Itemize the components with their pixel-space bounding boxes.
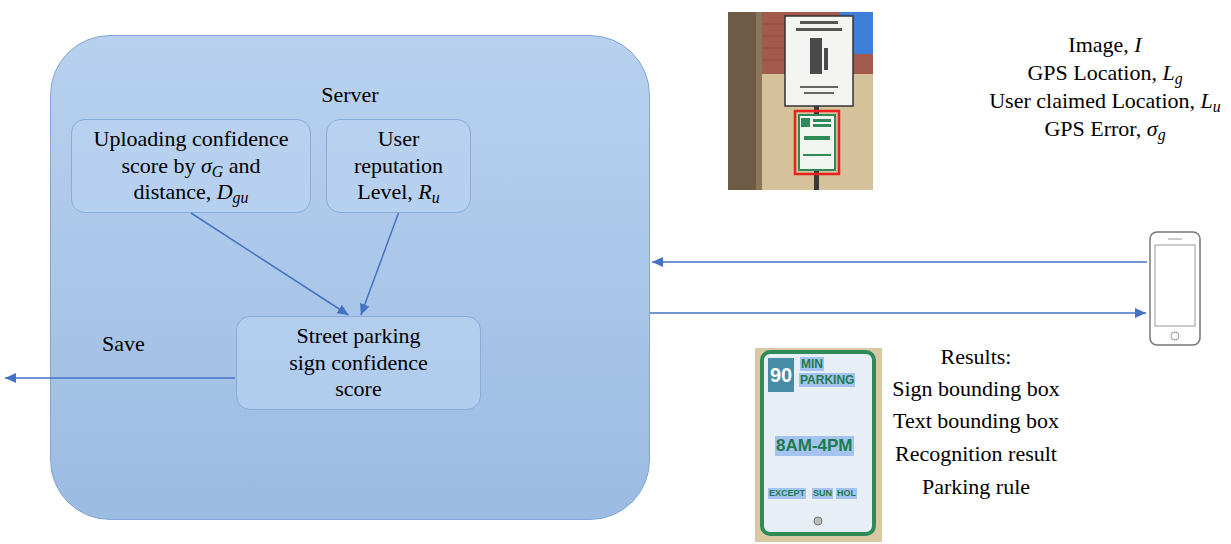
sign-marking xyxy=(804,136,830,140)
input-item: GPS Location, Lg xyxy=(985,60,1225,86)
sign-closeup xyxy=(755,348,882,542)
process-box: Street parking sign confidence score xyxy=(236,316,481,410)
math-symbol: R xyxy=(418,179,431,204)
sign-marking xyxy=(813,119,831,122)
parking-sign xyxy=(799,115,835,170)
flow-label: Save xyxy=(102,331,145,357)
result-item: Parking rule xyxy=(878,474,1074,500)
street-photo xyxy=(728,12,873,190)
sign-marking xyxy=(804,92,834,94)
result-heading: Results: xyxy=(878,344,1074,370)
math-symbol: L xyxy=(1201,88,1213,113)
box-text: Street parking sign confidence score xyxy=(283,323,434,402)
box-text: User reputation Level, Ru xyxy=(335,126,462,205)
upper-sign xyxy=(785,16,853,106)
save-arrow xyxy=(5,377,235,379)
region-title: Server xyxy=(51,82,649,108)
result-item: Text bounding box xyxy=(878,408,1074,434)
math-subscript: u xyxy=(1213,98,1221,115)
math-symbol: D xyxy=(217,179,233,204)
math-symbol: σ xyxy=(1147,116,1158,141)
phone-body xyxy=(1150,232,1200,345)
closeup-wall xyxy=(755,348,882,542)
sign-bolt xyxy=(814,517,822,525)
detection-box xyxy=(795,111,839,174)
math-subscript: g xyxy=(1175,70,1183,87)
sign-marking xyxy=(800,21,838,24)
phone-icon xyxy=(1150,232,1200,345)
sign-text: SUN xyxy=(812,488,833,499)
photo-wall xyxy=(728,12,873,190)
phone-screen xyxy=(1155,245,1195,326)
result-arrow xyxy=(650,312,1146,314)
phone-speaker xyxy=(1168,239,1182,240)
sign-marking xyxy=(803,154,831,156)
sign-marking xyxy=(801,118,810,127)
photo-pillar-edge xyxy=(756,12,762,190)
math-symbol: I xyxy=(1134,32,1141,57)
photo-sky xyxy=(840,12,873,54)
sign-marking xyxy=(796,28,842,31)
flow-arrow xyxy=(361,213,399,315)
result-item: Sign bounding box xyxy=(878,376,1074,402)
brick-lines xyxy=(756,24,840,60)
sign-text: EXCEPT xyxy=(768,488,806,499)
box-text: Uploading confidence score by σG and dis… xyxy=(86,126,296,205)
math-symbol: σ xyxy=(201,153,212,178)
input-item: GPS Error, σg xyxy=(985,116,1225,142)
phone-button xyxy=(1171,332,1179,340)
result-item: Recognition result xyxy=(878,441,1074,467)
photo-brick xyxy=(728,12,873,74)
input-item: Image, I xyxy=(985,32,1225,58)
sign-text: 90 xyxy=(768,358,794,392)
process-box: User reputation Level, Ru xyxy=(326,119,471,213)
sign-text: PARKING xyxy=(799,373,855,387)
sign-text: HOL xyxy=(836,488,857,499)
input-item: User claimed Location, Lu xyxy=(985,88,1225,114)
sign-symbol xyxy=(824,48,828,70)
sign-marking xyxy=(813,124,831,127)
math-subscript: u xyxy=(432,190,440,207)
math-symbol: L xyxy=(1162,60,1174,85)
sign-text: MIN xyxy=(800,357,824,371)
math-subscript: g xyxy=(1158,126,1166,143)
server-region: ServerUploading confidence score by σG a… xyxy=(50,35,650,520)
sign-bounding-box xyxy=(764,354,872,532)
sign-marking xyxy=(800,86,838,88)
sign-text: 8AM-4PM xyxy=(775,436,854,456)
sign-pole xyxy=(814,104,819,190)
upload-arrow xyxy=(652,261,1147,263)
sign-symbol xyxy=(810,38,822,74)
math-subscript: G xyxy=(212,163,223,180)
math-subscript: gu xyxy=(233,190,249,207)
process-box: Uploading confidence score by σG and dis… xyxy=(71,119,311,213)
flow-arrow xyxy=(191,213,348,315)
closeup-sign xyxy=(762,352,874,534)
photo-pillar xyxy=(728,12,756,190)
